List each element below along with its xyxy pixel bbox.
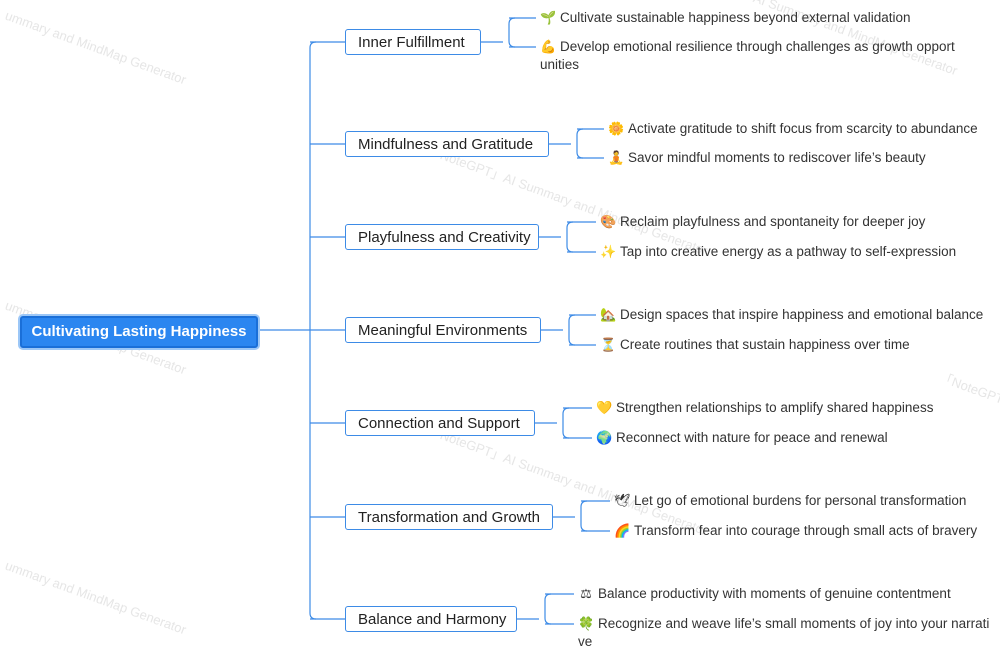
dove-icon: 🕊 <box>614 493 631 508</box>
branch-node[interactable]: Playfulness and Creativity <box>345 224 539 250</box>
connector-line <box>544 593 552 625</box>
connector-line <box>580 500 588 532</box>
leaf-item[interactable]: 🍀Recognize and weave life’s small moment… <box>578 615 989 651</box>
branch-node[interactable]: Balance and Harmony <box>345 606 517 632</box>
connector-line <box>568 314 576 346</box>
palette-icon: 🎨 <box>600 214 617 229</box>
branch-node[interactable]: Meaningful Environments <box>345 317 541 343</box>
leaf-text: Create routines that sustain happiness o… <box>620 337 910 352</box>
branch-node[interactable]: Inner Fulfillment <box>345 29 481 55</box>
leaf-item[interactable]: ⚖ Balance productivity with moments of ge… <box>578 585 951 603</box>
leaf-text: Reconnect with nature for peace and rene… <box>616 430 888 445</box>
root-node[interactable]: Cultivating Lasting Happiness <box>20 316 258 348</box>
leaf-item[interactable]: 🏡Design spaces that inspire happiness an… <box>600 306 983 324</box>
rainbow-icon: 🌈 <box>614 523 631 538</box>
leaf-text: Activate gratitude to shift focus from s… <box>628 121 978 136</box>
sparkles-icon: ✨ <box>600 244 617 259</box>
connector-line <box>508 17 516 48</box>
branch-node[interactable]: Transformation and Growth <box>345 504 553 530</box>
leaf-item[interactable]: 🌼Activate gratitude to shift focus from … <box>608 120 978 138</box>
leaf-item[interactable]: 🎨Reclaim playfulness and spontaneity for… <box>600 213 925 231</box>
branch-node[interactable]: Connection and Support <box>345 410 535 436</box>
leaf-item[interactable]: 🌈Transform fear into courage through sma… <box>614 522 977 540</box>
leaf-text: Design spaces that inspire happiness and… <box>620 307 984 322</box>
leaf-text-continuation: ve <box>578 634 593 649</box>
branch-node[interactable]: Mindfulness and Gratitude <box>345 131 549 157</box>
leaf-text: Savor mindful moments to rediscover life… <box>628 150 926 165</box>
leaf-text: Strengthen relationships to amplify shar… <box>616 400 934 415</box>
leaf-text-continuation: unities <box>540 57 580 72</box>
leaf-item[interactable]: ⏳Create routines that sustain happiness … <box>600 336 910 354</box>
leaf-text: Cultivate sustainable happiness beyond e… <box>560 10 911 25</box>
flower-icon: 🌼 <box>608 121 625 136</box>
connector-line <box>562 407 570 439</box>
flexed-arm-icon: 💪 <box>540 39 557 54</box>
leaf-text: Recognize and weave life’s small moments… <box>598 616 990 631</box>
leaf-item[interactable]: 🌍Reconnect with nature for peace and ren… <box>596 429 888 447</box>
seedling-icon: 🌱 <box>540 10 557 25</box>
leaf-text: Transform fear into courage through smal… <box>634 523 978 538</box>
leaf-item[interactable]: 🕊Let go of emotional burdens for persona… <box>614 492 966 510</box>
leaf-text: Tap into creative energy as a pathway to… <box>620 244 957 259</box>
clover-icon: 🍀 <box>578 616 595 631</box>
leaf-item[interactable]: 💛Strengthen relationships to amplify sha… <box>596 399 933 417</box>
meditation-icon: 🧘 <box>608 150 625 165</box>
house-icon: 🏡 <box>600 307 617 322</box>
leaf-item[interactable]: 🧘Savor mindful moments to rediscover lif… <box>608 149 926 167</box>
connector-line <box>576 128 584 159</box>
hourglass-icon: ⏳ <box>600 337 617 352</box>
globe-icon: 🌍 <box>596 430 613 445</box>
leaf-text: Reclaim playfulness and spontaneity for … <box>620 214 926 229</box>
heart-icon: 💛 <box>596 400 613 415</box>
leaf-text: Develop emotional resilience through cha… <box>560 39 955 54</box>
leaf-item[interactable]: ✨Tap into creative energy as a pathway t… <box>600 243 956 261</box>
leaf-item[interactable]: 🌱Cultivate sustainable happiness beyond … <box>540 9 910 27</box>
leaf-text: Let go of emotional burdens for personal… <box>634 493 967 508</box>
leaf-text: Balance productivity with moments of gen… <box>598 586 951 601</box>
leaf-item[interactable]: 💪Develop emotional resilience through ch… <box>540 38 955 74</box>
balance-scale-icon: ⚖ <box>580 586 592 601</box>
connector-line <box>566 221 574 253</box>
